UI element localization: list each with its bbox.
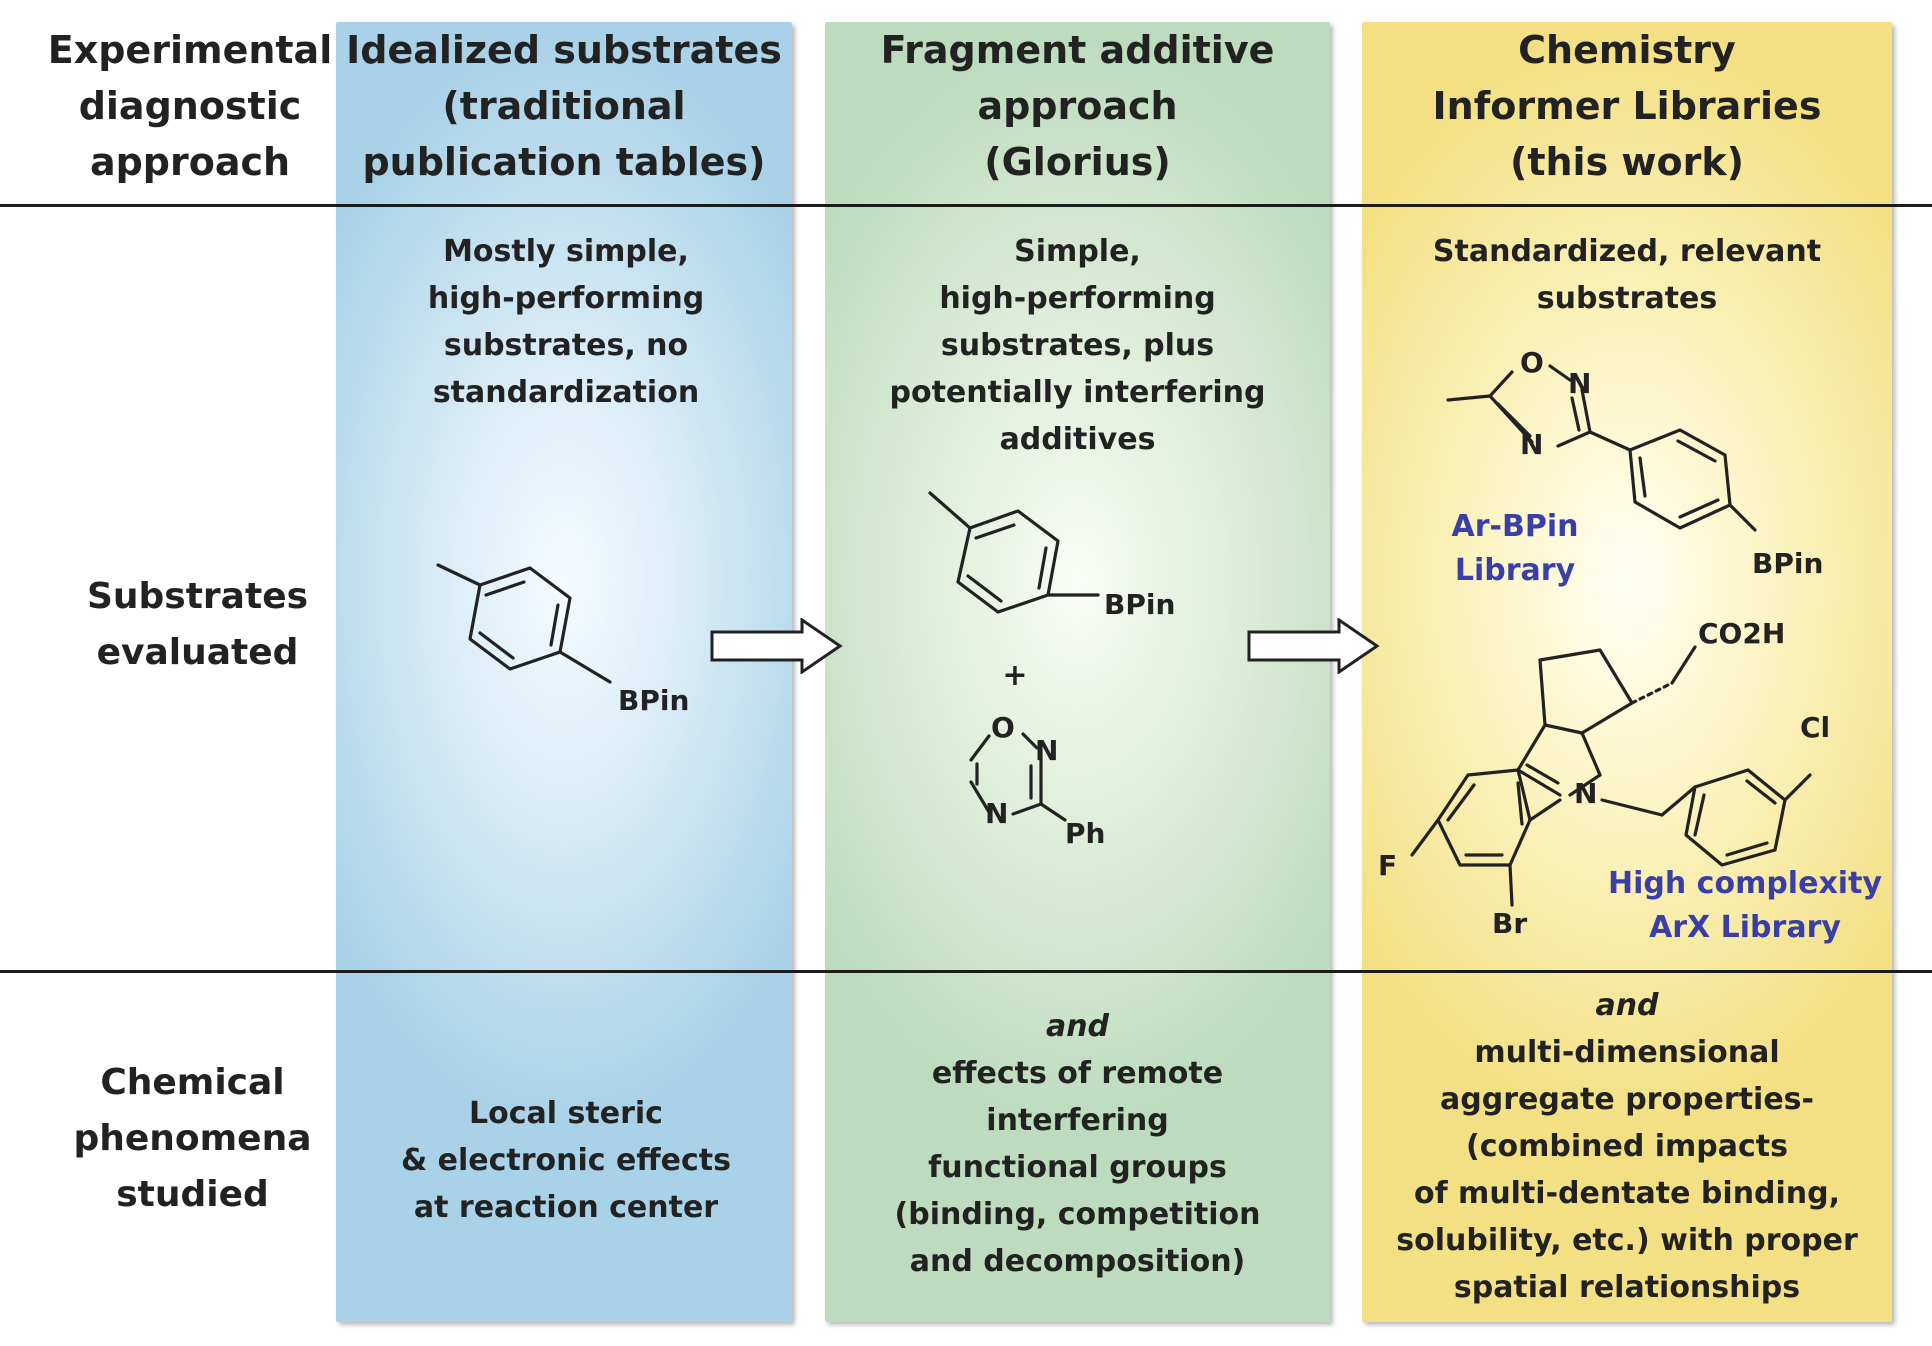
- bpin-label-2: BPin: [1104, 588, 1175, 621]
- right-arrow-1: [710, 618, 843, 674]
- phenomena-col1-text: Local steric & electronic effects at rea…: [401, 1096, 731, 1225]
- indole-n-label: N: [1574, 777, 1597, 810]
- phenomena-row-label: Chemical phenomena studied: [73, 1062, 312, 1215]
- tolyl-bpin-structure: BPin: [436, 563, 689, 717]
- substrates-col1-text: Mostly simple, high-performing substrate…: [427, 234, 705, 410]
- ar-bpin-library-label: Ar-BPin Library: [1451, 509, 1579, 588]
- ar-bpin-example-structure: O N N BPin: [1446, 346, 1823, 580]
- substrates-row-label: Substrates evaluated: [86, 576, 309, 673]
- ar-oxadiazole-n2-label: N: [1520, 428, 1543, 461]
- right-arrow-2: [1247, 618, 1380, 674]
- header-col1: Idealized substrates (traditional public…: [346, 28, 782, 184]
- row-divider: [0, 970, 1932, 973]
- ar-bpin-label: BPin: [1752, 547, 1823, 580]
- phenomena-col3-text: multi-dimensional aggregate properties- …: [1396, 1035, 1858, 1305]
- ph-label: Ph: [1065, 817, 1105, 850]
- phenomena-col3-and: and: [1595, 988, 1659, 1023]
- bpin-label: BPin: [618, 684, 689, 717]
- arx-example-structure: N CO2H Cl F Br: [1378, 617, 1830, 940]
- column-informer-libraries: [1362, 22, 1892, 1322]
- header-row-label: Experimental diagnostic approach: [47, 28, 333, 184]
- header-col2: Fragment additive approach (Glorius): [880, 28, 1275, 184]
- cl-label: Cl: [1800, 711, 1830, 744]
- arx-library-label: High complexity ArX Library: [1608, 866, 1882, 945]
- header-divider: [0, 204, 1932, 207]
- phenyl-oxadiazole-structure: O N N Ph: [969, 711, 1105, 850]
- substrates-col3-text: Standardized, relevant substrates: [1432, 234, 1822, 316]
- ar-oxadiazole-o-label: O: [1520, 346, 1544, 379]
- phenomena-col2-and: and: [1045, 1009, 1110, 1044]
- substrates-col2-text: Simple, high-performing substrates, plus…: [889, 234, 1266, 457]
- oxadiazole-o-label: O: [991, 711, 1015, 744]
- co2h-label: CO2H: [1698, 617, 1785, 650]
- ar-oxadiazole-n-label: N: [1568, 367, 1591, 400]
- br-label: Br: [1492, 907, 1527, 940]
- oxadiazole-n-label: N: [1035, 734, 1058, 767]
- column-fragment-additive: [825, 22, 1330, 1322]
- tolyl-bpin-structure-2: BPin: [928, 491, 1175, 621]
- f-label: F: [1378, 849, 1397, 882]
- phenomena-col2-text: effects of remote interfering functional…: [894, 1056, 1261, 1279]
- header-col3: Chemistry Informer Libraries (this work): [1432, 28, 1822, 184]
- column-idealized-substrates: [336, 22, 792, 1322]
- plus-sign: +: [1002, 658, 1028, 693]
- oxadiazole-n2-label: N: [985, 797, 1008, 830]
